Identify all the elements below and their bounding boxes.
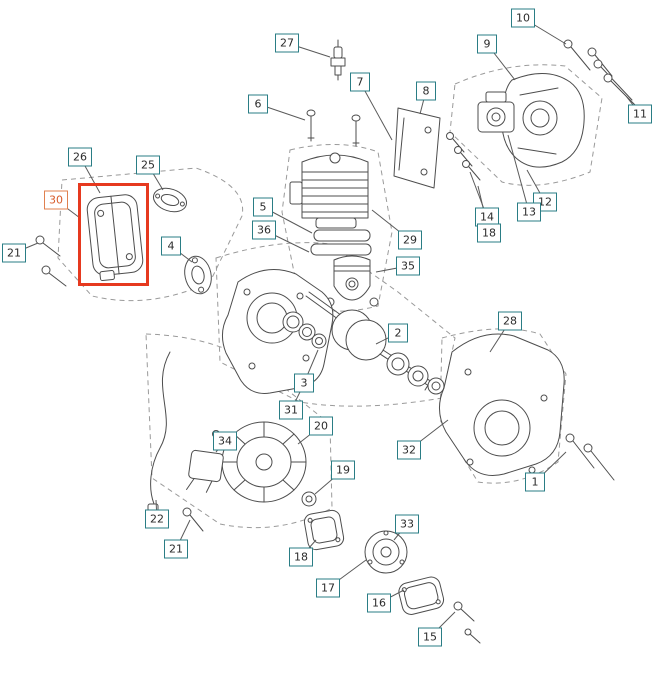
part-label-6[interactable]: 6: [248, 94, 268, 114]
part-label-16[interactable]: 16: [367, 593, 391, 613]
part-label-15[interactable]: 15: [418, 627, 442, 647]
part-label-13[interactable]: 13: [517, 202, 541, 222]
part-label-8[interactable]: 8: [416, 81, 436, 101]
spark-plug-icon: [330, 39, 346, 81]
part-label-20[interactable]: 20: [309, 416, 333, 436]
flywheel-icon: [221, 421, 307, 503]
starter-gasket-icon: [398, 576, 445, 615]
part-label-21[interactable]: 21: [164, 539, 188, 559]
part-label-9[interactable]: 9: [477, 34, 497, 54]
muffler-screws-icon: [35, 235, 67, 287]
muffler-gasket-icon: [152, 187, 188, 213]
carburetor-icon: [477, 91, 515, 133]
starter-cup-icon: [364, 530, 408, 574]
part-label-2[interactable]: 2: [388, 323, 408, 343]
muffler-icon[interactable]: [86, 194, 144, 282]
part-label-18[interactable]: 18: [289, 547, 313, 567]
leader-line-13-11: [507, 134, 530, 213]
part-label-17[interactable]: 17: [316, 578, 340, 598]
part-label-22[interactable]: 22: [145, 509, 169, 529]
housing-bolts-icon: [563, 39, 641, 111]
module-screw-icon: [182, 507, 204, 532]
bottom-screws-icon: [453, 601, 481, 644]
air-filter-housing-icon: [501, 73, 585, 168]
part-label-25[interactable]: 25: [136, 155, 160, 175]
part-label-4[interactable]: 4: [161, 236, 181, 256]
part-label-14[interactable]: 14: [475, 207, 499, 227]
part-label-19[interactable]: 19: [331, 460, 355, 480]
part-label-30[interactable]: 30: [44, 190, 68, 210]
part-label-35[interactable]: 35: [396, 256, 420, 276]
part-label-10[interactable]: 10: [511, 8, 535, 28]
cover-plate-icon: [303, 509, 345, 551]
bearings-right-icon: [386, 352, 445, 395]
leader-line-7-3: [359, 81, 393, 141]
part-label-11[interactable]: 11: [628, 104, 652, 124]
bracket-plate-icon: [184, 255, 212, 295]
part-label-21[interactable]: 21: [2, 243, 26, 263]
bearings-left-icon: [282, 311, 327, 349]
part-label-29[interactable]: 29: [398, 230, 422, 250]
part-label-26[interactable]: 26: [68, 147, 92, 167]
washer-icon: [301, 491, 317, 507]
crankcase-bolts-icon: [565, 433, 615, 481]
selected-part-highlight[interactable]: [78, 183, 149, 286]
cylinder-gaskets-icon: [310, 229, 372, 256]
cylinder-bolts-icon: [306, 109, 361, 147]
part-label-7[interactable]: 7: [350, 72, 370, 92]
part-label-33[interactable]: 33: [395, 514, 419, 534]
part-label-31[interactable]: 31: [279, 400, 303, 420]
part-label-32[interactable]: 32: [397, 440, 421, 460]
part-label-1[interactable]: 1: [525, 472, 545, 492]
crankcase-left-icon: [222, 269, 334, 394]
part-label-18[interactable]: 18: [477, 223, 501, 243]
part-label-28[interactable]: 28: [498, 311, 522, 331]
part-label-34[interactable]: 34: [213, 431, 237, 451]
cylinder-icon: [289, 152, 369, 229]
part-label-5[interactable]: 5: [253, 197, 273, 217]
part-label-3[interactable]: 3: [294, 373, 314, 393]
heat-shield-icon: [393, 107, 441, 189]
crankcase-right-icon: [439, 333, 565, 476]
part-label-27[interactable]: 27: [275, 33, 299, 53]
carb-screws-icon: [446, 132, 481, 181]
part-label-36[interactable]: 36: [252, 220, 276, 240]
